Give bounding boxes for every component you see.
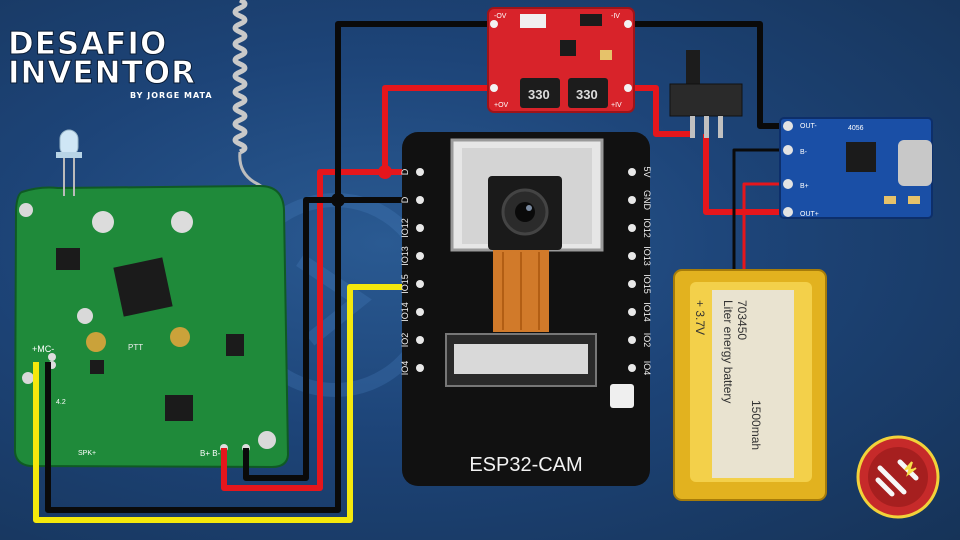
esp32-right-pin-pad [628,364,636,372]
esp32-right-pin-label: IO14 [642,302,652,322]
esp32-left-pin-pad [416,252,424,260]
wire-black-mic [45,200,341,513]
charger-pin-b-plus: B+ [800,183,809,190]
esp32-right-pin-pad [628,336,636,344]
boost-pin-out-minus: -OV [494,13,507,20]
battery-brand: Liter energy battery [721,300,735,403]
charger-pin-b-minus: B- [800,149,808,156]
esp32-right-pin-pad [628,280,636,288]
esp32-left-pin-pad [416,196,424,204]
esp32-left-pin-pad [416,168,424,176]
wire-black-radio [243,197,415,481]
brand-title-line2: INVENTOR [8,55,196,92]
esp32-left-pin-pad [416,308,424,316]
wire-black-boost-in [628,21,785,129]
esp32-title: ESP32-CAM [469,454,582,476]
junction-red [378,165,392,179]
esp32-right-pin-label: GND [642,190,652,211]
led-icon [56,129,82,196]
radio-voltage-label: 4.2 [56,399,66,406]
brand-title-line1: DESAFIO [7,26,168,63]
junction-black [331,193,345,207]
esp32-left-pin-label: D [400,168,410,175]
battery-model: 703450 [735,300,749,340]
esp32-left-pin-label: IO15 [400,274,410,294]
battery-voltage: + 3.7V [693,300,707,335]
usb-c-icon [898,140,932,186]
esp32-left-pin-label: IO13 [400,246,410,266]
esp32-left-pin-label: IO14 [400,302,410,322]
wire-red-switch [703,134,785,215]
radio-ptt-label: PTT [128,343,143,352]
esp32-right-pin-pad [628,224,636,232]
esp32-right-pin-label: 5V [642,166,652,177]
boost-inductor1-label: 330 [528,87,550,102]
radio-module: PTT +MC- 4.2 SPK+ B+ B- [13,184,290,469]
esp32-left-pin-label: IO4 [400,361,410,376]
esp32-right-pin-label: IO13 [642,246,652,266]
wire-yellow-mic [33,284,415,523]
esp32-right-pin-label: IO4 [642,361,652,376]
esp32-left-pin-pad [416,224,424,232]
charger-chip-label: 4056 [848,125,864,132]
esp32-right-pin-pad [628,308,636,316]
wire-battery-red [742,182,785,272]
plug-logo-icon [856,435,940,519]
esp32-right-pin-pad [628,168,636,176]
esp32-left-pin-pad [416,336,424,344]
wire-red-boost-in [628,85,690,137]
boost-pin-in-plus: +IV [611,102,622,109]
wire-red-boost-out [382,85,492,172]
esp32-left-pin-label: IO2 [400,333,410,348]
esp32-left-pin-label: IO12 [400,218,410,238]
boost-inductor2-label: 330 [576,87,598,102]
radio-mic-label: +MC- [32,344,54,354]
radio-spk-label: SPK+ [78,450,96,457]
esp32-right-pin-label: IO2 [642,333,652,348]
esp32-right-pin-pad [628,196,636,204]
esp32-left-pin-label: D [400,196,410,203]
brand-byline: BY JORGE MATA [130,91,213,100]
boost-pin-out-plus: +OV [494,102,509,109]
boost-converter-module: 330 330 -OV +OV -IV +IV [487,7,635,113]
charger-module: 4056 OUT- OUT+ B- B+ [779,117,933,219]
wire-battery-black [732,148,785,272]
charger-pin-out-plus: OUT+ [800,211,819,218]
battery-module: Liter energy battery 703450 + 3.7V 1500m… [673,269,827,501]
esp32-right-pin-label: IO12 [642,218,652,238]
wire-black-boost-out [335,21,492,200]
radio-power-label: B+ B- [200,449,221,458]
antenna-spring-icon [232,0,274,209]
esp32-right-pin-pad [628,252,636,260]
battery-capacity: 1500mah [749,400,763,450]
slide-switch-icon [669,50,743,138]
esp32-left-pin-pad [416,280,424,288]
esp32-right-pin-label: IO15 [642,274,652,294]
esp32-left-pin-pad [416,364,424,372]
charger-pin-out-minus: OUT- [800,123,817,130]
boost-pin-in-minus: -IV [611,13,620,20]
